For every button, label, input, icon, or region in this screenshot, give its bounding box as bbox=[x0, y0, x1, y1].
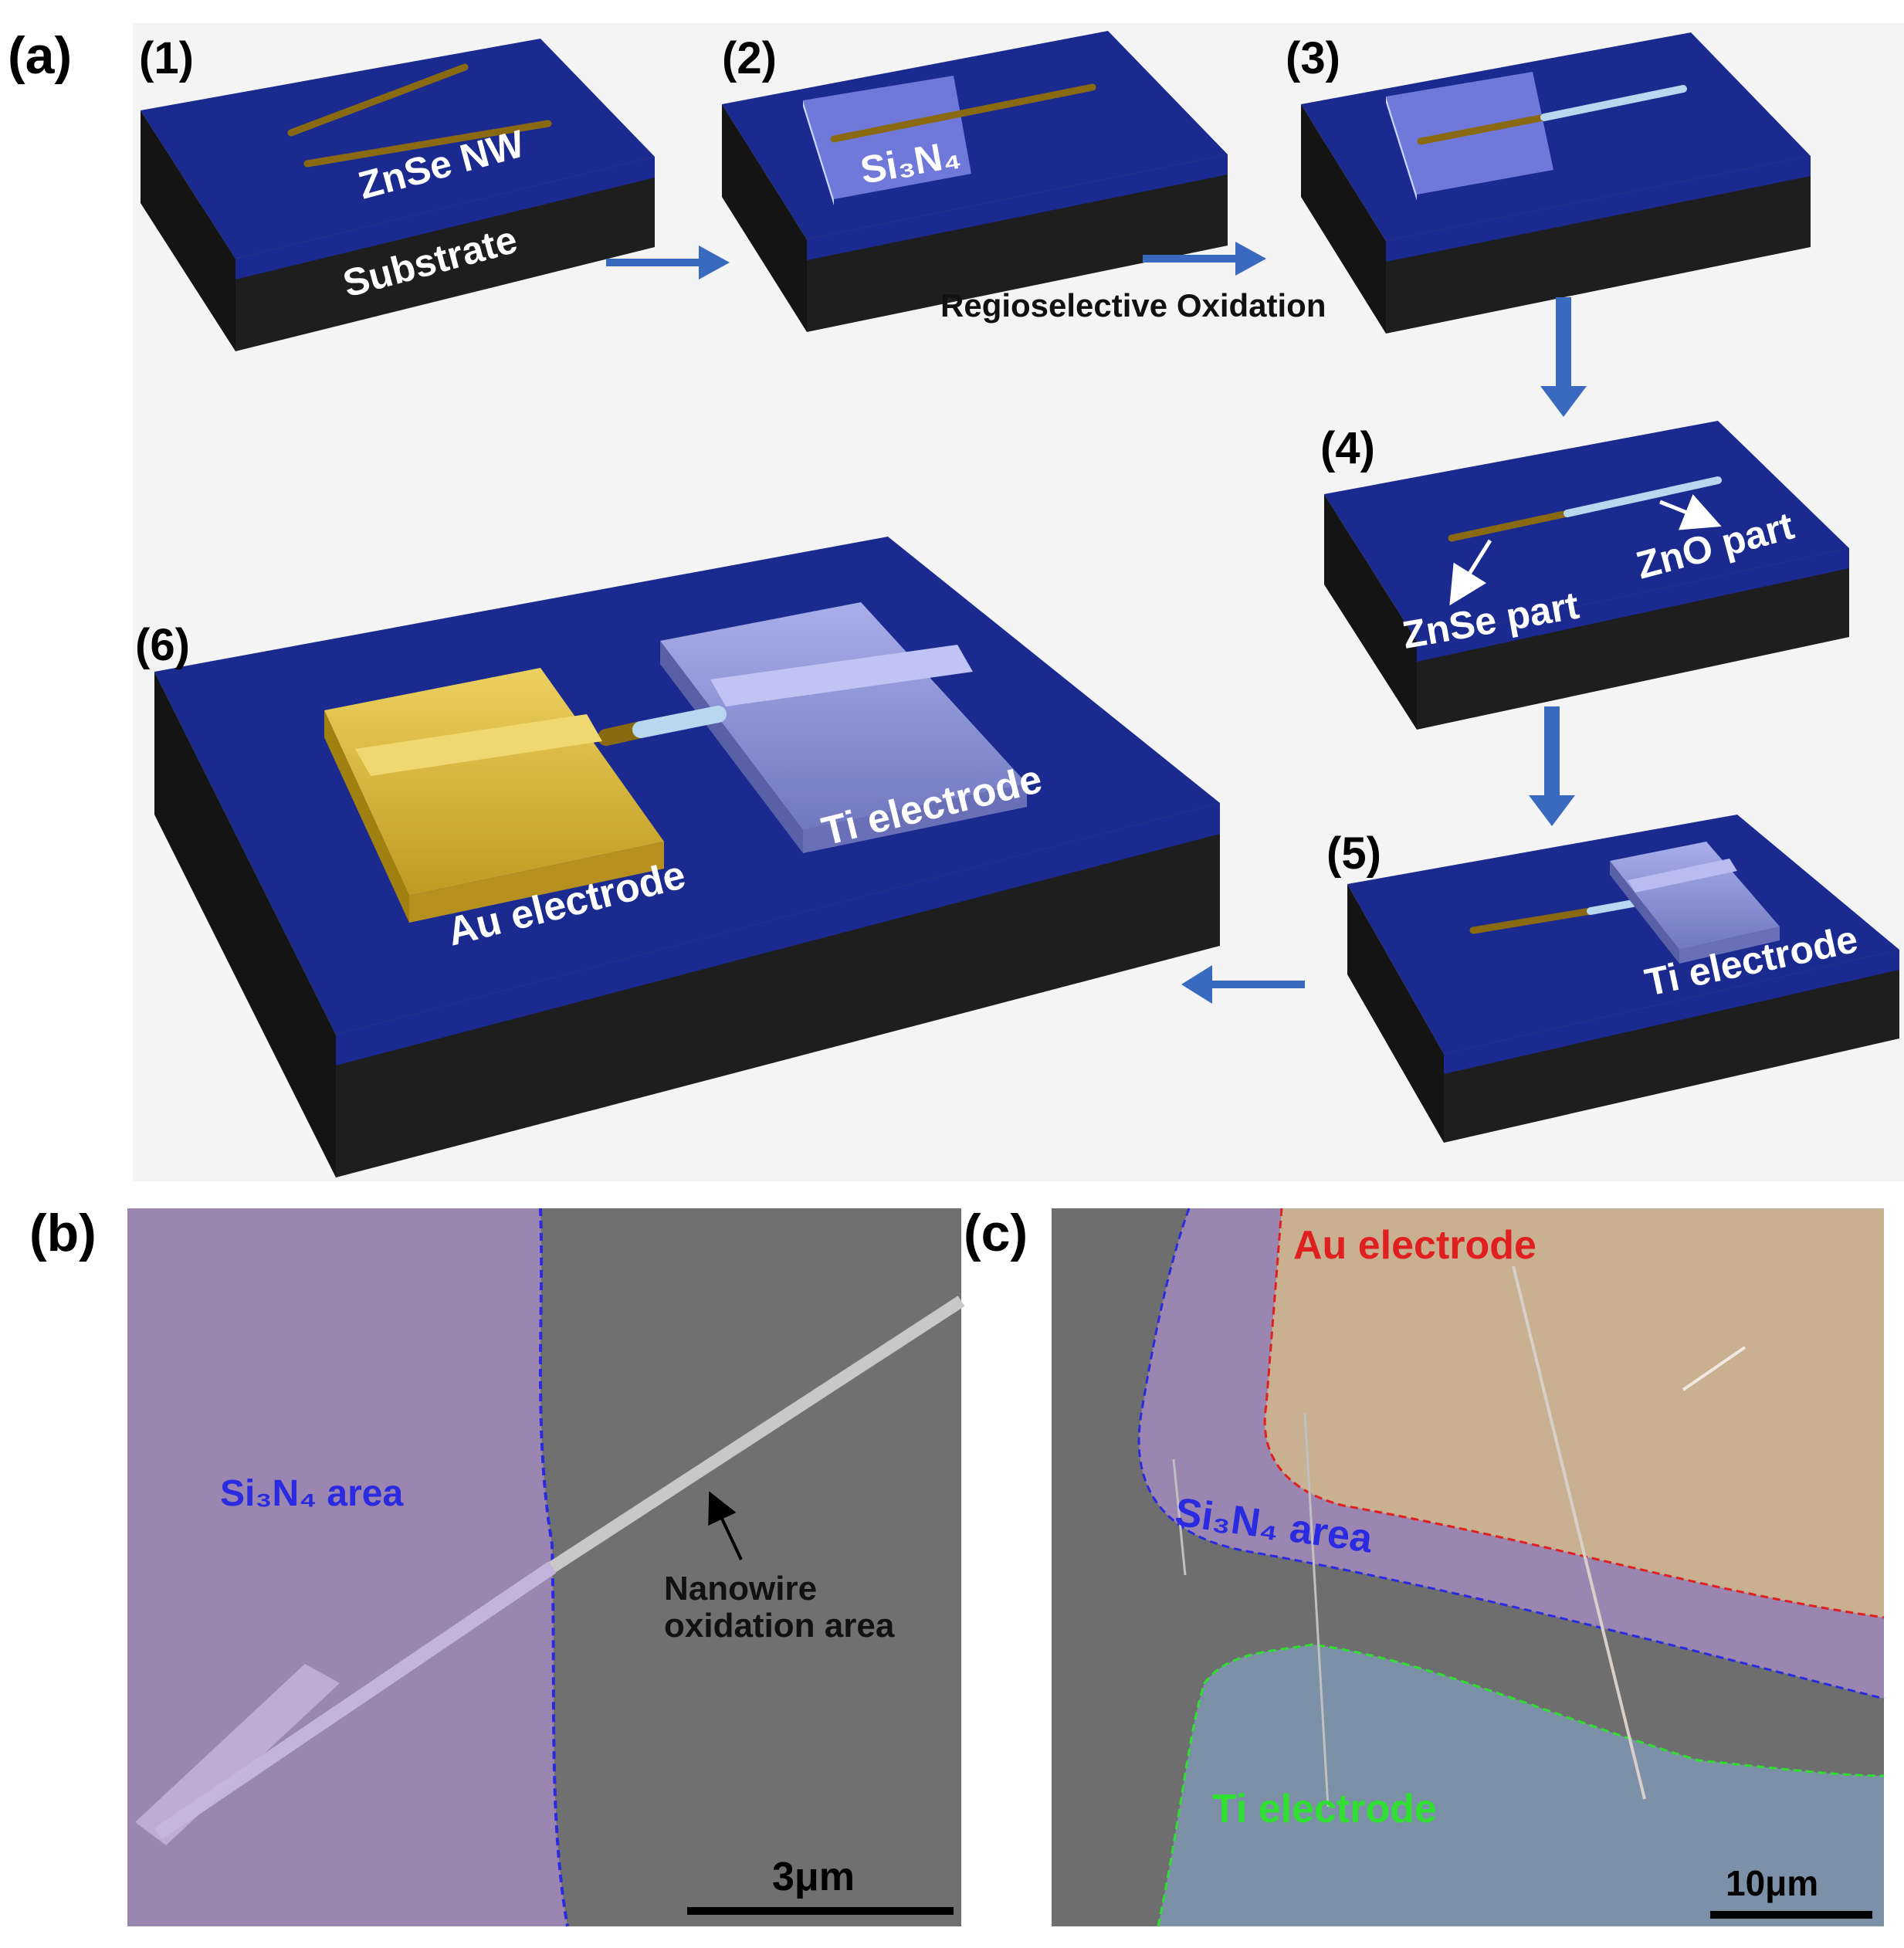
step-3-number: (3) bbox=[1286, 33, 1340, 83]
panel-b-si3n4-area-label: Si₃N₄ area bbox=[220, 1473, 403, 1514]
step-1-substrate bbox=[141, 39, 655, 351]
step-3-substrate bbox=[1301, 32, 1811, 334]
arrow-5-to-6 bbox=[1181, 965, 1305, 1004]
step-2-substrate bbox=[722, 31, 1228, 332]
panel-c-ti-electrode-label: Ti electrode bbox=[1212, 1787, 1437, 1831]
panel-b-scalebar-label: 3μm bbox=[772, 1855, 855, 1899]
regioselective-oxidation-caption: Regioselective Oxidation bbox=[940, 287, 1326, 324]
panel-b-sem-image bbox=[127, 1208, 965, 1927]
step-6-number: (6) bbox=[135, 620, 190, 670]
arrow-4-to-5 bbox=[1529, 706, 1575, 826]
panel-a-label: (a) bbox=[8, 26, 72, 85]
step-6-substrate bbox=[154, 537, 1220, 1177]
step-4-substrate bbox=[1324, 421, 1849, 730]
step-5-number: (5) bbox=[1326, 828, 1381, 879]
arrow-2-to-3 bbox=[1143, 242, 1266, 276]
step-2-number: (2) bbox=[722, 33, 777, 83]
panel-c-scalebar-label: 10μm bbox=[1726, 1863, 1818, 1903]
nanowire-annotation-line2: oxidation area bbox=[664, 1607, 895, 1645]
panel-c-au-electrode-label: Au electrode bbox=[1293, 1223, 1536, 1268]
step-5-substrate bbox=[1347, 815, 1899, 1143]
panel-c-sem-image bbox=[1052, 1208, 1885, 1927]
arrow-3-to-4 bbox=[1540, 297, 1587, 417]
step-1-number: (1) bbox=[139, 33, 194, 83]
arrow-1-to-2 bbox=[606, 246, 730, 279]
panel-c-label: (c) bbox=[964, 1204, 1028, 1262]
step-4-number: (4) bbox=[1320, 423, 1375, 473]
panel-b-label: (b) bbox=[29, 1204, 97, 1262]
nanowire-annotation-line1: Nanowire bbox=[664, 1570, 817, 1608]
